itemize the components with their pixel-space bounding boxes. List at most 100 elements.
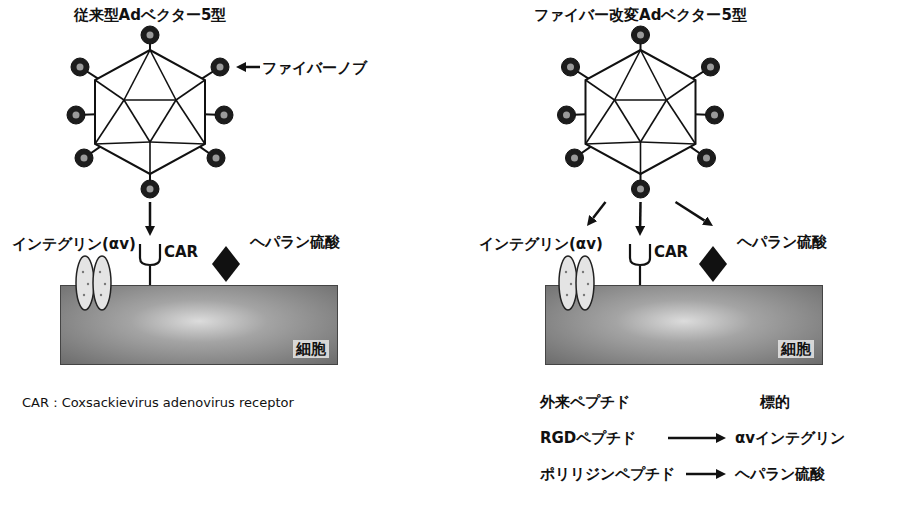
capsid-edge bbox=[149, 142, 151, 174]
connector-arrow bbox=[593, 202, 605, 218]
car-receptor: CAR bbox=[138, 238, 205, 285]
fiber-knob-core bbox=[73, 112, 80, 119]
capsid-edge bbox=[615, 99, 667, 101]
fiber-knob-core bbox=[77, 64, 84, 71]
fiber-knob-core bbox=[703, 155, 710, 162]
fiber-knob-core bbox=[217, 64, 224, 71]
integrin-subunit bbox=[93, 256, 111, 310]
texture-dot bbox=[565, 271, 567, 273]
capsid-edge bbox=[95, 80, 124, 100]
capsid-edge bbox=[667, 100, 696, 144]
capsid-edge bbox=[615, 50, 641, 100]
fiber-knob-core bbox=[637, 32, 644, 39]
fiber-knob-core bbox=[81, 155, 88, 162]
capsid-edge bbox=[586, 142, 641, 144]
integrin-subunit bbox=[76, 256, 94, 310]
fiber-knob-core bbox=[571, 155, 578, 162]
fiber-knob bbox=[71, 58, 89, 76]
fiber-knob bbox=[702, 58, 720, 76]
fiber-knob-core bbox=[213, 155, 220, 162]
texture-dot bbox=[99, 271, 101, 273]
texture-dot bbox=[104, 283, 106, 285]
receptor-label: ヘパラン硫酸 bbox=[737, 233, 827, 251]
receptor-label: ヘパラン硫酸 bbox=[250, 233, 340, 251]
mapping-arrow bbox=[686, 473, 716, 476]
heparan-sulfate: ヘパラン硫酸 bbox=[697, 228, 837, 284]
integrin-subunit bbox=[576, 256, 594, 310]
fiber-knob-core bbox=[637, 186, 644, 193]
callout-label: ファイバーノブ bbox=[262, 58, 367, 78]
capsid-edge bbox=[615, 100, 641, 142]
texture-dot bbox=[100, 294, 102, 296]
connector-arrow bbox=[149, 202, 152, 226]
vector-title: 従来型Adベクター5型 bbox=[74, 6, 227, 24]
receptor-label: インテグリン(αv) bbox=[479, 235, 603, 253]
fiber-knob-core bbox=[711, 112, 718, 119]
vector-title: ファイバー改変Adベクター5型 bbox=[534, 6, 747, 24]
shape-outline bbox=[55, 5, 245, 200]
fiber-knob-core bbox=[707, 64, 714, 71]
receptor-label: CAR bbox=[164, 243, 198, 261]
texture-dot bbox=[570, 283, 572, 285]
capsid-edge bbox=[150, 142, 205, 144]
fiber-knob bbox=[215, 106, 233, 124]
table-cell: RGDペプチド bbox=[540, 428, 636, 448]
capsid-outline bbox=[586, 50, 696, 174]
caption-note: CAR : Coxsackievirus adenovirus receptor bbox=[22, 394, 294, 412]
capsid-edge bbox=[586, 100, 615, 144]
integrin-receptor: インテグリン(αv) bbox=[10, 228, 145, 313]
car-receptor: CAR bbox=[628, 238, 695, 285]
table-header: 外来ペプチド bbox=[540, 392, 630, 412]
car-receptor-shape bbox=[140, 244, 160, 285]
fiber-knob bbox=[632, 180, 650, 198]
fiber-knob bbox=[558, 106, 576, 124]
capsid-outline bbox=[95, 50, 205, 174]
integrin-subunit bbox=[559, 256, 577, 310]
capsid-edge bbox=[667, 80, 696, 100]
connector-arrow bbox=[676, 202, 705, 221]
capsid-edge bbox=[640, 142, 642, 174]
texture-dot bbox=[582, 271, 584, 273]
capsid-edge bbox=[150, 50, 176, 100]
label-holder: ファイバーノブ bbox=[262, 58, 367, 78]
texture-dot bbox=[587, 283, 589, 285]
texture-dot bbox=[583, 294, 585, 296]
fiber-knob bbox=[207, 149, 225, 167]
capsid-edge bbox=[176, 80, 205, 100]
cell-label: 細胞 bbox=[778, 340, 814, 358]
capsid-edge bbox=[176, 100, 205, 144]
fiber-knob bbox=[632, 26, 650, 44]
label-holder: ポリリジンペプチド bbox=[540, 464, 675, 484]
pointer-arrow bbox=[246, 66, 260, 69]
label-holder: RGDペプチド bbox=[540, 428, 636, 448]
capsid-edge bbox=[124, 50, 150, 100]
fiber-knob bbox=[698, 149, 716, 167]
fiber-knob-core bbox=[567, 64, 574, 71]
table-cell: αvインテグリン bbox=[735, 428, 845, 448]
fiber-knob-core bbox=[563, 112, 570, 119]
capsid-edge bbox=[95, 142, 150, 144]
connector-arrow bbox=[639, 202, 642, 226]
label-holder: 外来ペプチド bbox=[540, 392, 630, 412]
heparan-diamond bbox=[212, 246, 240, 282]
fiber-knob bbox=[75, 149, 93, 167]
texture-dot bbox=[82, 271, 84, 273]
capsid-edge bbox=[641, 100, 667, 142]
cell-label: 細胞 bbox=[293, 340, 329, 358]
texture-dot bbox=[566, 294, 568, 296]
capsid-edge bbox=[124, 99, 176, 101]
texture-dot bbox=[87, 283, 89, 285]
mapping-arrow bbox=[668, 437, 716, 440]
table-cell: ヘパラン硫酸 bbox=[735, 464, 825, 484]
virus-particle: ファイバー改変Adベクター5型 bbox=[530, 5, 751, 200]
fiber-knob-core bbox=[147, 32, 154, 39]
fiber-knob bbox=[566, 149, 584, 167]
fiber-knob bbox=[141, 26, 159, 44]
label-holder: ヘパラン硫酸 bbox=[735, 464, 825, 484]
label-holder: 標的 bbox=[760, 392, 790, 412]
receptor-label: インテグリン(αv) bbox=[12, 235, 136, 253]
label-holder: αvインテグリン bbox=[735, 428, 845, 448]
capsid-edge bbox=[124, 100, 150, 142]
car-receptor-shape bbox=[630, 244, 650, 285]
fiber-knob bbox=[141, 180, 159, 198]
